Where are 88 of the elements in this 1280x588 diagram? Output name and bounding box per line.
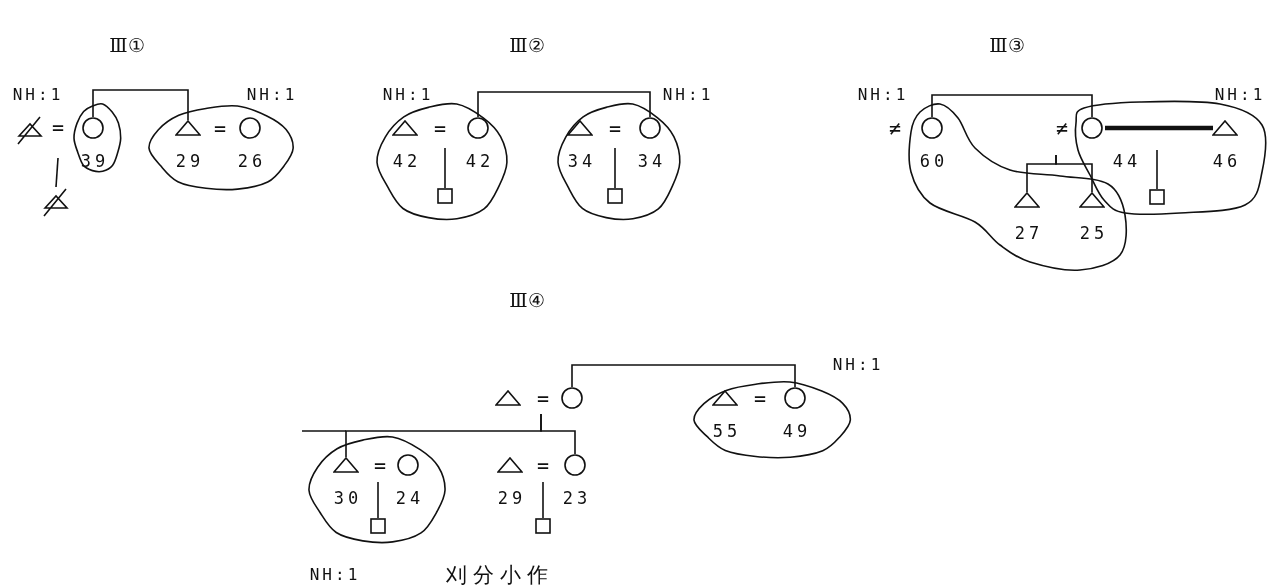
age-label: 25 [1079, 224, 1109, 242]
household-count: NH:1 [857, 87, 909, 103]
circle-symbol [561, 387, 583, 409]
crossed-triangle-symbol [41, 187, 71, 217]
triangle-symbol [497, 457, 523, 473]
household-count: NH:1 [1214, 87, 1266, 103]
age-label: 42 [465, 152, 495, 170]
circle-symbol [1081, 117, 1103, 139]
kinship-line [614, 147, 616, 189]
household-count: NH:1 [246, 87, 298, 103]
marriage-sign: = [537, 388, 549, 408]
age-label: 26 [237, 152, 267, 170]
square-symbol [607, 188, 623, 204]
household-outline [306, 433, 448, 545]
marriage-double-line [1105, 125, 1213, 131]
household-outline [690, 378, 853, 461]
square-symbol [370, 518, 386, 534]
circle-symbol [239, 117, 261, 139]
age-label: 46 [1212, 152, 1242, 170]
panel-title: Ⅲ④ [509, 290, 545, 310]
triangle-symbol [712, 390, 738, 406]
triangle-symbol [392, 120, 418, 136]
kinship-line [542, 481, 544, 519]
panel-title: Ⅲ① [109, 35, 145, 55]
kinship-line [55, 157, 59, 188]
age-label: 49 [782, 422, 812, 440]
circle-symbol [397, 454, 419, 476]
age-label: 23 [562, 489, 592, 507]
panel-title: Ⅲ② [509, 35, 545, 55]
marriage-sign: ≠ [889, 118, 901, 138]
kinship-line [931, 94, 1093, 118]
household-count: NH:1 [662, 87, 714, 103]
kinship-line [377, 481, 379, 519]
marriage-sign: = [537, 455, 549, 475]
age-label: 34 [567, 152, 597, 170]
kinship-line [1156, 149, 1158, 190]
marriage-sign: = [754, 388, 766, 408]
age-label: 34 [637, 152, 667, 170]
circle-symbol [784, 387, 806, 409]
triangle-symbol [495, 390, 521, 406]
square-symbol [535, 518, 551, 534]
household-outline [374, 100, 510, 222]
household-count: NH:1 [12, 87, 64, 103]
circle-symbol [639, 117, 661, 139]
marriage-sign: = [434, 118, 446, 138]
circle-symbol [921, 117, 943, 139]
kinship-line [444, 147, 446, 189]
square-symbol [1149, 189, 1165, 205]
age-label: 24 [395, 489, 425, 507]
note-text: 刈分小作 [446, 564, 554, 586]
triangle-symbol [1079, 192, 1105, 208]
age-label: 29 [175, 152, 205, 170]
marriage-sign: = [609, 118, 621, 138]
age-label: 29 [497, 489, 527, 507]
kinship-line [92, 89, 189, 121]
kinship-line [1055, 154, 1093, 193]
circle-symbol [82, 117, 104, 139]
marriage-sign: = [214, 118, 226, 138]
age-label: 27 [1014, 224, 1044, 242]
household-count: NH:1 [382, 87, 434, 103]
marriage-sign: = [374, 455, 386, 475]
triangle-symbol [175, 120, 201, 136]
kinship-line [571, 364, 796, 388]
kinship-line [540, 413, 576, 455]
square-symbol [437, 188, 453, 204]
circle-symbol [564, 454, 586, 476]
age-label: 55 [712, 422, 742, 440]
marriage-sign: ≠ [1056, 118, 1068, 138]
kinship-line [477, 91, 651, 118]
age-label: 42 [392, 152, 422, 170]
triangle-symbol [1014, 192, 1040, 208]
age-label: 44 [1112, 152, 1142, 170]
circle-symbol [467, 117, 489, 139]
crossed-triangle-symbol [15, 115, 45, 145]
household-count: NH:1 [309, 567, 361, 583]
age-label: 60 [919, 152, 949, 170]
triangle-symbol [1212, 120, 1238, 136]
household-count: NH:1 [832, 357, 884, 373]
marriage-sign: = [52, 117, 64, 137]
age-label: 39 [80, 152, 110, 170]
triangle-symbol [567, 120, 593, 136]
household-outline [145, 102, 296, 192]
household-outline [1073, 99, 1265, 216]
household-outline [71, 100, 124, 175]
household-outline [555, 100, 683, 222]
panel-title: Ⅲ③ [989, 35, 1025, 55]
age-label: 30 [333, 489, 363, 507]
triangle-symbol [333, 457, 359, 473]
